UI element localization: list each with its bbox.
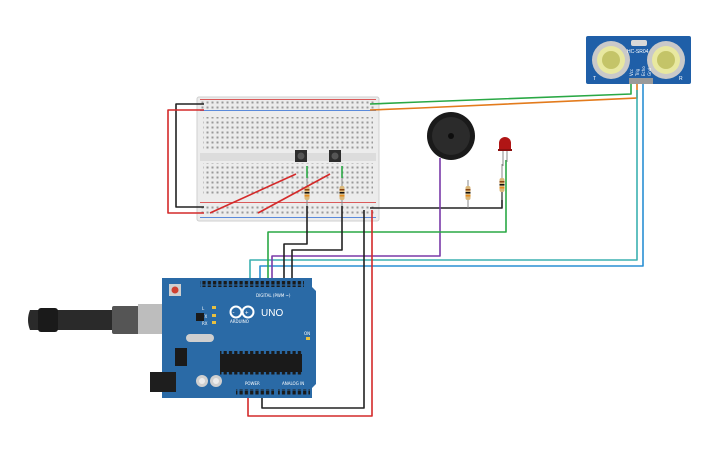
rx-led (212, 321, 216, 324)
capacitor-2 (210, 375, 222, 387)
digital-header (200, 281, 304, 287)
piezo-buzzer[interactable] (427, 112, 475, 160)
breadboard-lower-terminals (203, 163, 373, 196)
wire-black-left-loop[interactable] (175, 103, 204, 208)
breadboard-center-channel (200, 153, 376, 161)
capacitor-1 (196, 375, 208, 387)
resistor-1[interactable] (304, 176, 310, 206)
sensor-header-pins (629, 78, 653, 84)
sensor-transducer-r (647, 41, 685, 79)
breadboard[interactable] (196, 96, 380, 222)
rx-led-label: RX (202, 321, 208, 326)
wire-black-button-1[interactable] (283, 206, 308, 278)
sensor-pin-echo: Echo (641, 66, 646, 76)
wire-red-left-loop[interactable] (167, 109, 204, 214)
analog-header (278, 389, 310, 395)
usb-chip (196, 313, 204, 321)
wire-purple-buzzer[interactable] (271, 158, 441, 278)
crystal-oscillator (186, 334, 214, 342)
breadboard-upper-terminals (203, 117, 373, 150)
wire-green-led[interactable] (267, 160, 507, 278)
red-led[interactable] (498, 137, 512, 166)
wire-red-diagonal-1[interactable] (209, 173, 297, 214)
on-led-label: ON (304, 331, 310, 336)
atmega-chip (220, 351, 302, 375)
sensor-crystal (631, 40, 647, 46)
wire-blue-sensor-trig[interactable] (259, 80, 644, 278)
ultrasonic-sensor[interactable]: HC-SR04 T R Vcc Trig Echo Gnd (586, 36, 691, 84)
wire-orange-sensor[interactable] (369, 80, 638, 111)
tx-led-label: TX (201, 314, 207, 319)
dc-power-jack (150, 372, 176, 392)
wire-black-ground-bus[interactable] (370, 192, 503, 209)
power-label: POWER (245, 381, 260, 386)
arduino-uno[interactable]: DIGITAL (PWM ~) - + UNO ARDUINO L TX RX … (28, 278, 316, 398)
svg-text:+: + (245, 311, 249, 317)
sensor-model-label: HC-SR04 (627, 49, 649, 55)
reset-button[interactable] (169, 284, 181, 296)
svg-text:-: - (233, 310, 235, 316)
sensor-pin-vcc: Vcc (629, 69, 634, 76)
resistor-buzzer[interactable] (465, 180, 471, 208)
breadboard-bottom-rail (200, 204, 376, 216)
wire-black-gnd-power[interactable] (261, 210, 365, 409)
on-led (306, 337, 310, 340)
resistor-led[interactable] (499, 164, 505, 200)
arduino-maker-label: ARDUINO (230, 319, 249, 324)
arduino-board (162, 278, 316, 398)
l-led (212, 306, 216, 309)
usb-cable (28, 304, 176, 334)
sensor-transducer-t (592, 41, 630, 79)
sensor-pin-trig: Trig (635, 68, 640, 77)
tx-led (212, 314, 216, 317)
arduino-logo: - + (229, 305, 255, 319)
wire-green-sensor[interactable] (369, 80, 632, 105)
l-led-label: L (202, 306, 205, 311)
breadboard-top-rail (200, 100, 376, 110)
power-header (236, 389, 274, 395)
sensor-label-t: T (593, 76, 596, 82)
resistor-2[interactable] (339, 176, 345, 206)
voltage-regulator (175, 348, 187, 366)
wire-black-button-2[interactable] (291, 206, 343, 278)
wire-red-diagonal-2[interactable] (257, 173, 331, 214)
arduino-uno-label: UNO (261, 308, 283, 319)
sensor-pin-gnd: Gnd (647, 67, 652, 76)
pushbutton-1[interactable] (295, 150, 307, 162)
sensor-label-r: R (679, 76, 683, 82)
digital-label: DIGITAL (PWM ~) (256, 293, 291, 298)
pushbutton-2[interactable] (329, 150, 341, 162)
wire-teal-sensor-echo[interactable] (249, 90, 638, 278)
analog-label: ANALOG IN (282, 381, 304, 386)
wire-red-5v-power[interactable] (247, 210, 373, 417)
